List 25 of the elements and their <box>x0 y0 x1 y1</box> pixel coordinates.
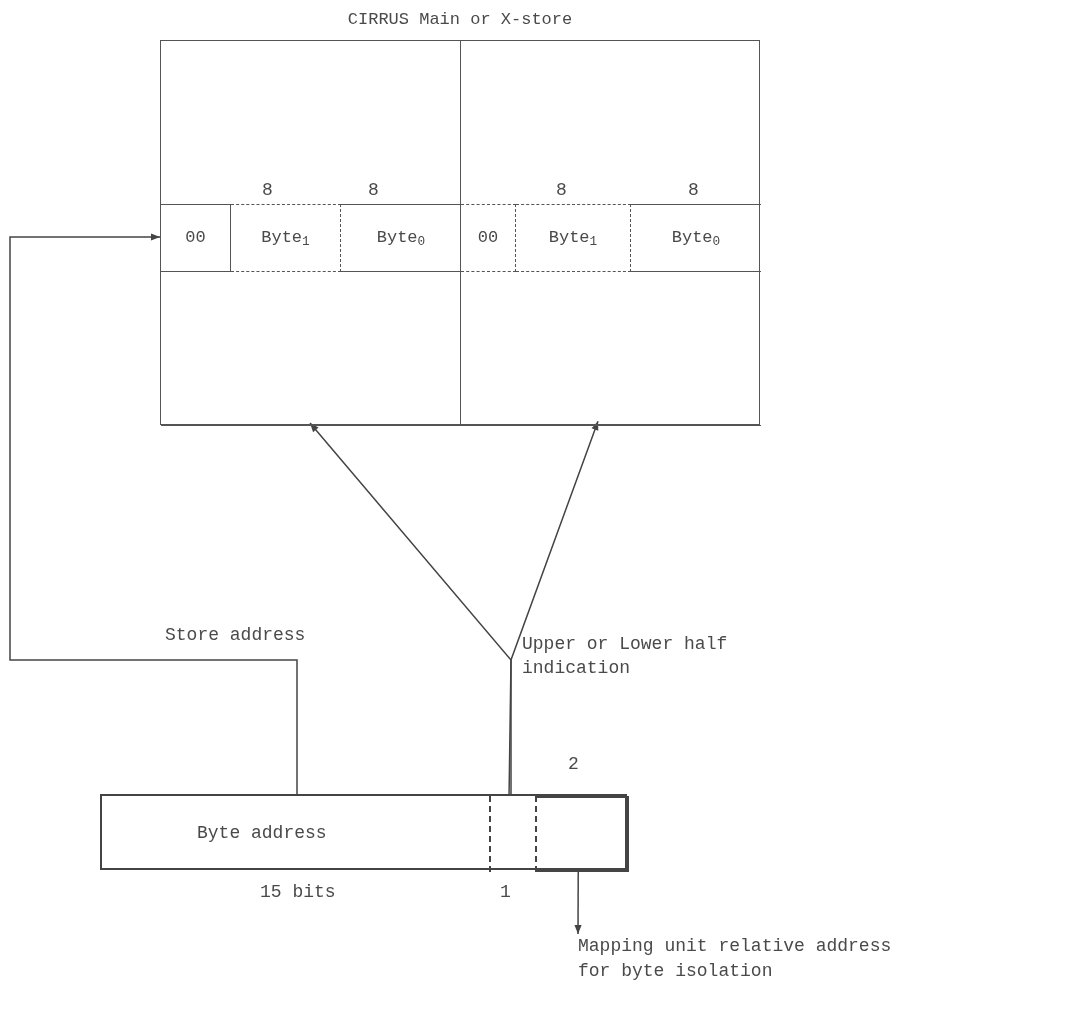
store-cell: 00 <box>461 204 516 272</box>
bit-field <box>489 796 537 872</box>
bit-field <box>537 796 629 872</box>
bit-count-label: 8 <box>556 179 567 202</box>
store-cell: Byte$_{0}$ <box>341 204 461 272</box>
signal-label: Upper or Lower half indication <box>522 633 729 680</box>
bit-count-label: 8 <box>688 179 699 202</box>
store-cell: Byte$_{0}$ <box>631 204 761 272</box>
store-cell: Byte$_{1}$ <box>231 204 341 272</box>
connector-arrow <box>508 420 599 795</box>
bit-count-label: 15 bits <box>260 881 336 904</box>
bit-count-label: 8 <box>368 179 379 202</box>
bit-count-label: 2 <box>568 753 579 776</box>
store-title: CIRRUS Main or X-store <box>346 9 574 31</box>
connector-arrow <box>9 233 298 795</box>
store-half <box>161 41 461 426</box>
mapping-note: Mapping unit relative address for byte isolation <box>578 934 898 994</box>
store-cell: Byte$_{1}$ <box>516 204 631 272</box>
connector-arrow <box>309 422 512 795</box>
address-register <box>100 794 627 870</box>
bit-count-label: 8 <box>262 179 273 202</box>
store-cell: 00 <box>161 204 231 272</box>
register-label: Byte address <box>197 822 327 845</box>
bit-count-label: 1 <box>500 881 511 904</box>
connector-arrow <box>574 869 582 935</box>
